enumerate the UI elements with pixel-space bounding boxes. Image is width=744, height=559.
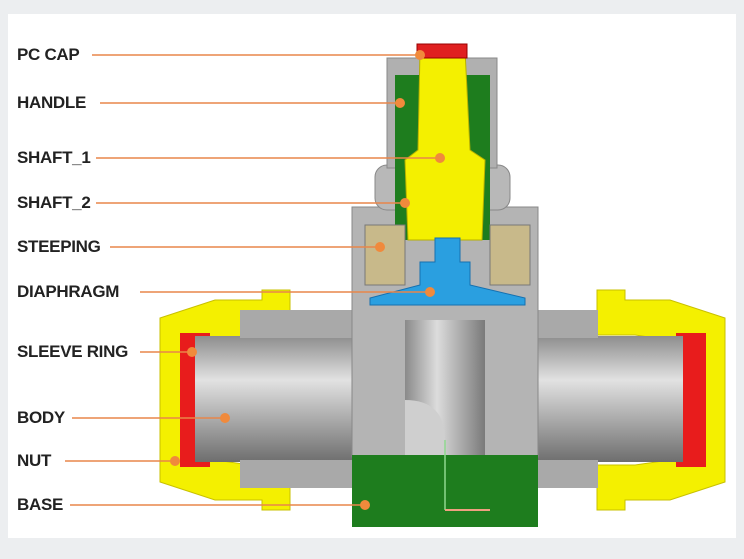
body-pipe-left — [195, 336, 353, 462]
label-shaft-2: SHAFT_2 — [17, 193, 91, 212]
label-nut: NUT — [17, 451, 52, 470]
steeping-left — [364, 224, 406, 286]
shaft — [404, 49, 486, 241]
label-base: BASE — [17, 495, 64, 514]
label-pc-cap: PC CAP — [17, 45, 80, 64]
label-steeping: STEEPING — [17, 237, 101, 256]
label-diaphragm: DIAPHRAGM — [17, 282, 120, 301]
label-sleeve-ring: SLEEVE RING — [17, 342, 129, 361]
diaphragm — [369, 237, 526, 306]
leader-dots — [170, 50, 445, 510]
label-body: BODY — [17, 408, 65, 427]
body-pipe-right — [535, 336, 683, 462]
label-handle: HANDLE — [17, 93, 87, 112]
label-shaft-1: SHAFT_1 — [17, 148, 91, 167]
steeping-right — [489, 224, 531, 286]
leader-lines — [65, 54, 440, 506]
